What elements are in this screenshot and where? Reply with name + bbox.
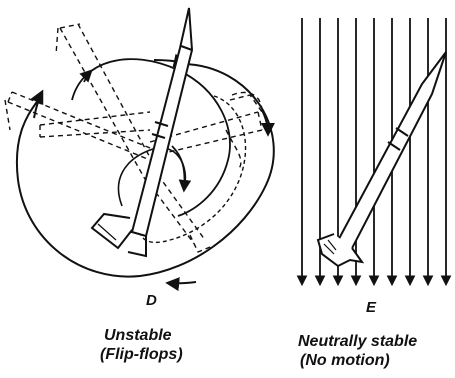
dashed-ghost-rockets	[4, 23, 263, 253]
panel-e-letter: E	[366, 299, 377, 316]
dashed-inner-loop	[139, 95, 247, 244]
ghost-rocket-right	[149, 94, 263, 157]
arrow-bottom	[165, 277, 197, 292]
panel-e-caption-line2: (No motion)	[300, 352, 390, 369]
arrow-left	[30, 89, 44, 119]
rocket-nose-joint	[180, 45, 193, 51]
rocket-fin-shade	[97, 223, 117, 241]
ghost-rocket-left	[4, 91, 156, 161]
arrow-right	[260, 109, 275, 137]
arrow-inner-curl	[171, 145, 192, 193]
ghost-rocket-left-tail	[39, 111, 151, 138]
rocket-neutral	[316, 51, 447, 268]
panel-e-caption-line1: Neutrally stable	[298, 333, 418, 350]
outer-swirl-path	[15, 63, 275, 278]
panel-e-diagram	[296, 18, 452, 287]
rocket-band-e	[387, 127, 409, 151]
panel-d-caption-line2: (Flip-flops)	[100, 346, 183, 363]
rocket-band-d	[151, 121, 169, 139]
rocket-fin-shade-e	[323, 239, 337, 255]
arrow-inner-upper	[79, 69, 93, 83]
rocket-body-e	[332, 51, 447, 258]
rocket-current-attitude	[90, 7, 194, 258]
panel-d-diagram	[4, 7, 275, 292]
panel-d-caption-line1: Unstable	[104, 327, 172, 344]
panel-d-letter: D	[146, 292, 157, 309]
inner-swirl-path	[71, 58, 231, 217]
rocket-fins-d	[90, 212, 147, 258]
rocket-body-d	[130, 7, 194, 238]
ghost-rocket-upper-left	[55, 23, 161, 189]
